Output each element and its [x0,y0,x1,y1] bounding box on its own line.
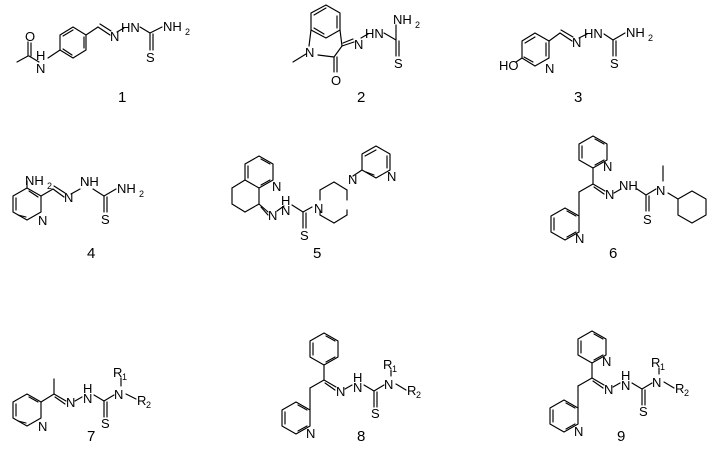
atom-label: S [146,50,155,65]
atom-label: S [101,212,110,227]
atom-label: S [371,406,380,421]
atom-label: R [113,365,122,380]
atom-label: R [137,393,146,408]
atom-label: 2 [648,33,653,43]
compound-number: 2 [357,89,365,106]
compound-3: HO N N HN NH 2 S 3 [499,25,653,106]
atom-label: N [38,213,47,228]
compound-2: N O N HN NH 2 S 2 [292,4,420,106]
atom-label: H [353,370,362,385]
atom-label: N [38,419,47,434]
compound-1: N H O N HN NH 2 S 1 [16,19,190,106]
atom-label: 2 [146,400,151,410]
compound-number: 6 [609,245,617,262]
atom-label: N [306,426,315,441]
atom-label: S [610,56,619,71]
atom-label: N [572,35,581,50]
atom-label: NH [117,181,136,196]
compound-number: 1 [118,89,126,106]
atom-label: H [621,368,630,383]
atom-label: HO [499,58,519,73]
compound-number: 5 [313,245,321,262]
atom-label: 2 [416,390,421,400]
atom-label: 1 [660,362,665,372]
atom-label: N [652,375,661,390]
compound-5: N N H N N N N S 5 [231,145,396,262]
compound-9: N N N H N N R 1 R 2 S 9 [549,330,689,445]
compound-7: N N H N N R 1 R 2 S 7 [12,365,151,445]
compound-number: 3 [574,89,582,106]
atom-label: 1 [392,364,397,374]
atom-label: N [348,172,357,187]
atom-label: HN [365,26,384,41]
atom-label: HN [584,26,603,41]
atom-label: N [387,169,396,184]
atom-label: R [383,357,392,372]
atom-label: 2 [415,20,420,30]
atom-label: NH [626,25,645,40]
atom-label: N [305,45,314,60]
atom-label: S [101,416,110,431]
atom-label: R [407,383,416,398]
compound-8: N N H N N R 1 R 2 S 8 [281,332,421,445]
atom-label: 2 [47,181,52,191]
atom-label: N [621,378,630,393]
atom-label: NH [619,178,638,193]
atom-label: N [110,29,119,44]
atom-label: S [643,212,652,227]
atom-label: N [605,187,614,202]
atom-label: H [83,381,92,396]
atom-label: N [545,61,554,76]
atom-label: N [281,203,290,218]
atom-label: N [83,391,92,406]
atom-label: S [394,56,403,71]
atom-label: NH [393,12,412,27]
atom-label: N [272,179,281,194]
atom-label: 1 [122,372,127,382]
atom-label: 2 [139,189,144,199]
atom-label: N [574,424,583,439]
atom-label: N [66,395,75,410]
atom-label: R [651,355,660,370]
compound-4: NH 2 N N NH NH 2 S 4 [12,173,144,262]
atom-label: N [314,201,323,216]
atom-label: O [25,29,35,44]
atom-label: N [602,354,611,369]
atom-label: N [384,377,393,392]
atom-label: N [114,387,123,402]
atom-label: HN [121,20,140,35]
atom-label: NH [25,173,44,188]
compound-number: 4 [87,245,95,262]
atom-label: S [639,404,648,419]
compound-number: 9 [617,428,625,445]
atom-label: H [36,48,45,63]
compound-number: 7 [87,428,95,445]
atom-label: H [281,193,290,208]
atom-label: N [64,190,73,205]
atom-label: R [675,381,684,396]
atom-label: N [604,382,613,397]
compound-number: 8 [357,428,365,445]
atom-label: N [268,208,277,223]
atom-label: N [575,231,584,246]
atom-label: N [36,61,45,76]
compound-6: N N N NH N S 6 [550,135,707,262]
atom-label: N [603,159,612,174]
atom-label: S [300,228,309,243]
atom-label: N [353,380,362,395]
atom-label: N [656,183,665,198]
atom-label: O [331,73,341,88]
atom-label: 2 [684,388,689,398]
atom-label: NH [80,174,99,189]
atom-label: 2 [185,27,190,37]
atom-label: N [336,384,345,399]
atom-label: NH [163,19,182,34]
atom-label: N [354,37,363,52]
